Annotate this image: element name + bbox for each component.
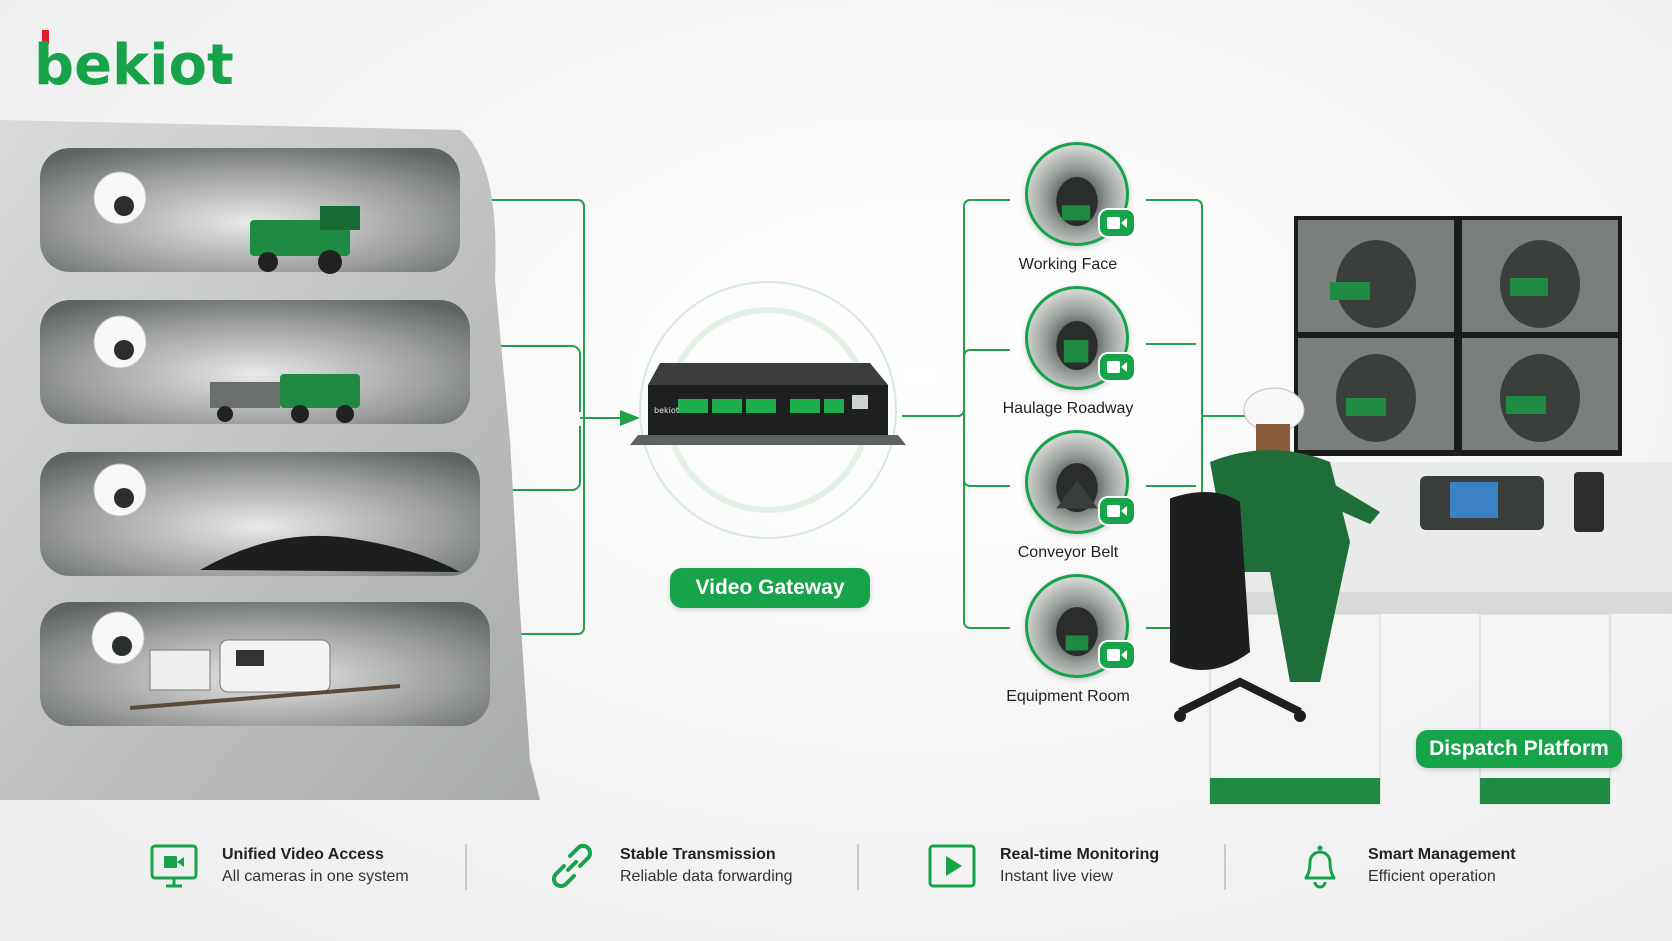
monitor-video-icon — [146, 838, 202, 894]
camera-feed-thumbnail — [1025, 430, 1129, 534]
bell-icon — [1292, 838, 1348, 894]
dispatch-platform-scene — [1160, 212, 1672, 812]
logo-mark-icon — [42, 30, 49, 44]
camera-node-haulage-roadway[interactable]: Haulage Roadway — [988, 286, 1148, 426]
mining-vehicle-icon — [210, 206, 360, 423]
feature-divider — [857, 844, 859, 890]
camera-label: Working Face — [1018, 256, 1118, 273]
video-camera-icon — [1098, 352, 1136, 382]
feature-subtitle: Reliable data forwarding — [620, 868, 793, 885]
dispatch-platform-label: Dispatch Platform — [1416, 730, 1622, 768]
camera-node-working-face[interactable]: Working Face — [988, 142, 1148, 282]
camera-node-equipment-room[interactable]: Equipment Room — [988, 574, 1148, 714]
feature-subtitle: Instant live view — [1000, 868, 1113, 885]
device-brand-text: bekiot — [654, 406, 679, 415]
mine-train-icon — [129, 639, 401, 710]
feature-title: Smart Management — [1368, 846, 1516, 863]
phone-icon — [1574, 472, 1604, 532]
feature-real-time-monitoring: Real-time Monitoring Instant live view — [924, 838, 1159, 894]
feature-title: Real-time Monitoring — [1000, 846, 1160, 863]
video-camera-icon — [1098, 640, 1136, 670]
video-gateway-device: bekiot — [630, 355, 906, 455]
logo-text: bekiot — [34, 33, 234, 96]
feature-divider — [1224, 844, 1226, 890]
video-camera-icon — [1098, 208, 1136, 238]
camera-feed-thumbnail — [1025, 574, 1129, 678]
feature-unified-video-access: Unified Video Access All cameras in one … — [146, 838, 409, 894]
camera-label: Conveyor Belt — [1017, 544, 1119, 561]
brand-logo: bekiot — [34, 26, 244, 98]
mine-cross-section — [0, 120, 540, 800]
dome-camera-icon — [91, 171, 147, 665]
link-icon — [544, 838, 600, 894]
feature-title: Unified Video Access — [222, 846, 384, 863]
video-gateway-label: Video Gateway — [670, 568, 870, 608]
video-camera-icon — [1098, 496, 1136, 526]
feature-smart-management: Smart Management Efficient operation — [1292, 838, 1516, 894]
camera-label: Haulage Roadway — [1002, 400, 1134, 417]
feature-divider — [465, 844, 467, 890]
camera-node-conveyor-belt[interactable]: Conveyor Belt — [988, 430, 1148, 570]
video-wall-monitor — [1294, 216, 1622, 456]
operator-figure — [1160, 387, 1380, 722]
feature-subtitle: Efficient operation — [1368, 868, 1496, 885]
camera-label: Equipment Room — [1006, 688, 1130, 705]
feature-stable-transmission: Stable Transmission Reliable data forwar… — [544, 838, 793, 894]
coal-pile-icon — [200, 535, 460, 572]
feature-title: Stable Transmission — [620, 846, 776, 863]
play-icon — [924, 838, 980, 894]
feature-subtitle: All cameras in one system — [222, 868, 409, 885]
